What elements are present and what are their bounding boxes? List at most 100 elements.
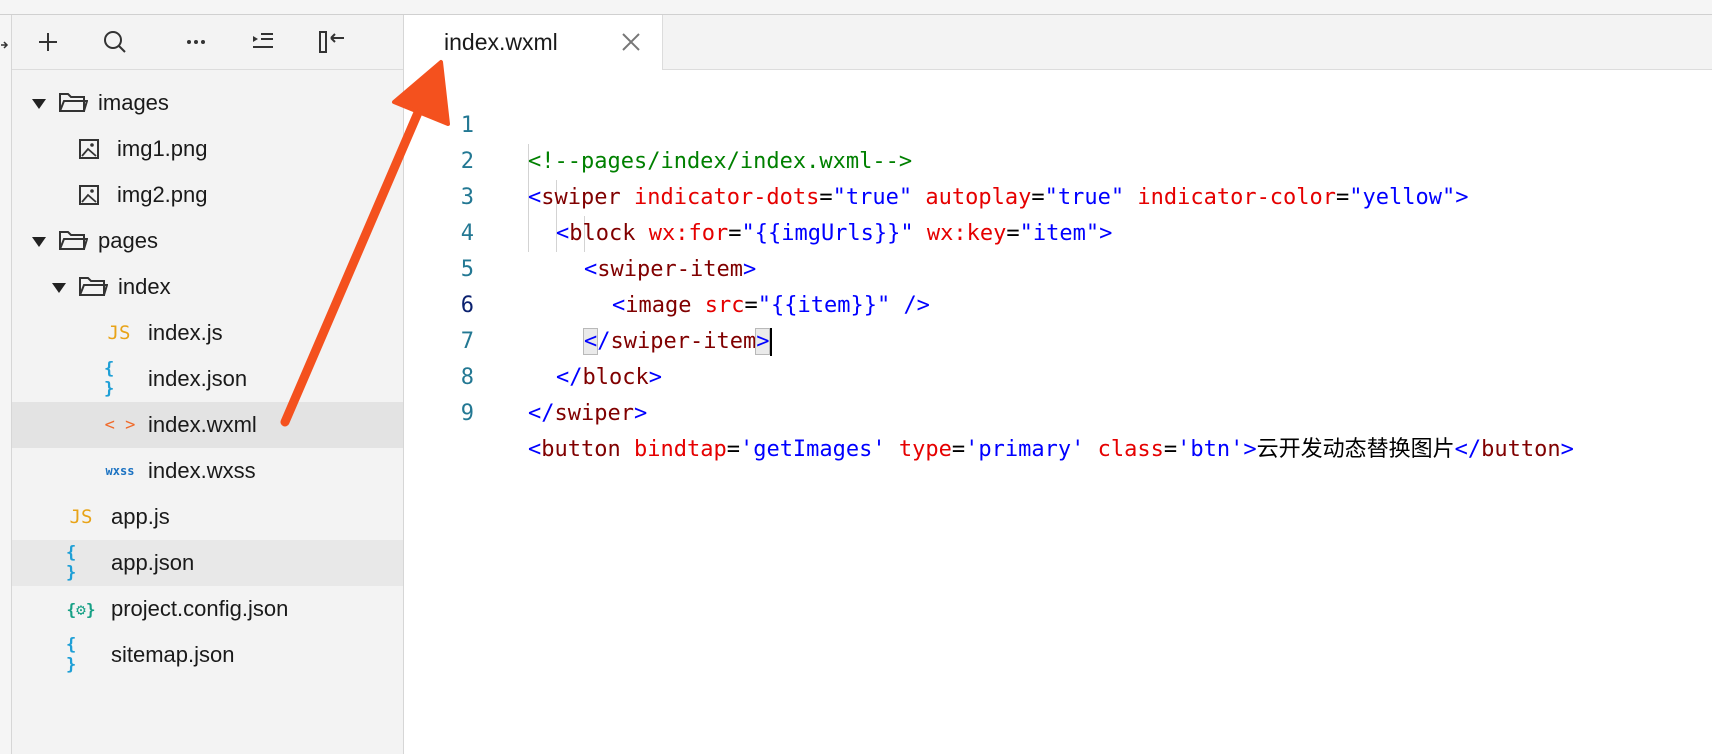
indent-guide: [584, 216, 585, 252]
folder-open-icon: [59, 93, 88, 112]
code-attr: indicator-dots: [633, 185, 820, 210]
code-line: 4 <swiper-item>: [404, 180, 1712, 282]
code-line: 9 <button bindtap='getImages' type='prim…: [404, 360, 1712, 462]
code-attr: wx:for: [648, 221, 729, 246]
code-attr: src: [704, 293, 745, 318]
tree-item-label: images: [98, 90, 169, 115]
code-value: "true": [1044, 185, 1125, 210]
text-cursor: [770, 328, 773, 356]
code-value: "{{item}}": [757, 293, 891, 318]
code-tag: swiper: [541, 185, 621, 210]
code-tag: swiper-item: [610, 329, 757, 354]
config-file-icon: {⚙}: [66, 599, 96, 619]
tree-file-img2[interactable]: img2.png: [12, 172, 403, 218]
explorer-toolbar: [12, 15, 403, 70]
tree-item-label: sitemap.json: [111, 642, 235, 667]
tree-file-index-wxml[interactable]: < > index.wxml: [12, 402, 403, 448]
tree-file-index-json[interactable]: { } index.json: [12, 356, 403, 402]
code-line: 8 </swiper>: [404, 324, 1712, 426]
js-file-icon: JS: [107, 322, 131, 344]
more-icon[interactable]: [182, 15, 210, 69]
code-tag: block: [582, 365, 649, 390]
code-text: 云开发动态替换图片: [1256, 437, 1455, 462]
tree-file-index-wxss[interactable]: wxss index.wxss: [12, 448, 403, 494]
tree-item-label: index: [118, 274, 171, 299]
line-number: 5: [460, 257, 474, 282]
tree-item-label: img2.png: [117, 182, 208, 207]
code-value: 'btn': [1177, 437, 1244, 462]
code-value: 'primary': [965, 437, 1085, 462]
editor-tab-bar: index.wxml: [404, 15, 1712, 70]
js-file-icon: JS: [69, 506, 93, 528]
code-line: 1 <!--pages/index/index.wxml-->: [404, 72, 1712, 174]
tree-folder-images[interactable]: images: [12, 80, 403, 126]
line-number: 4: [460, 221, 474, 246]
code-attr: class: [1097, 437, 1164, 462]
code-line-active: 6 </swiper-item>: [404, 252, 1712, 356]
image-file-icon: [79, 139, 99, 159]
code-tag: swiper-item: [597, 257, 743, 282]
tree-file-app-json[interactable]: { } app.json: [12, 540, 403, 586]
tree-item-label: project.config.json: [111, 596, 289, 621]
tree-item-label: pages: [98, 228, 158, 253]
code-tag: swiper: [554, 401, 634, 426]
code-line: 7 </block>: [404, 288, 1712, 390]
code-value: "true": [832, 185, 913, 210]
expand-arrow-icon[interactable]: [0, 35, 11, 75]
tab-index-wxml[interactable]: index.wxml: [404, 15, 663, 70]
code-tag: image: [625, 293, 692, 318]
line-number: 2: [460, 149, 474, 174]
folder-open-icon: [59, 231, 88, 250]
tree-item-label: index.js: [148, 320, 223, 345]
json-file-icon: { }: [104, 359, 115, 399]
code-attr: type: [898, 437, 952, 462]
folder-open-icon: [79, 277, 108, 296]
tree-file-project-config[interactable]: {⚙} project.config.json: [12, 586, 403, 632]
code-tag: block: [569, 221, 636, 246]
outdent-icon[interactable]: [249, 15, 277, 69]
tree-item-label: index.wxss: [148, 458, 256, 483]
wxml-file-icon: < >: [104, 415, 136, 435]
code-tag: button: [1481, 437, 1561, 462]
tree-item-label: img1.png: [117, 136, 208, 161]
code-comment: <!--pages/index/index.wxml-->: [528, 149, 913, 174]
line-number: 8: [460, 365, 474, 390]
tree-folder-pages[interactable]: pages: [12, 218, 403, 264]
tree-file-img1[interactable]: img1.png: [12, 126, 403, 172]
caret-down-icon[interactable]: [52, 283, 66, 293]
code-attr: bindtap: [633, 437, 727, 462]
code-tag: button: [541, 437, 621, 462]
code-line: 5 <image src="{{item}}" />: [404, 216, 1712, 318]
json-file-icon: { }: [66, 635, 77, 675]
tree-item-label: app.js: [111, 504, 170, 529]
image-file-icon: [79, 185, 99, 205]
code-editor[interactable]: index.wxml 1 <!--pages/index/index.wxml-…: [404, 15, 1712, 754]
search-icon[interactable]: [101, 15, 129, 69]
tree-item-label: app.json: [111, 550, 195, 575]
code-attr: indicator-color: [1137, 185, 1337, 210]
close-icon[interactable]: [619, 30, 643, 54]
tree-folder-index[interactable]: index: [12, 264, 403, 310]
file-explorer: images img1.png img2.png pages index JS …: [12, 15, 404, 754]
collapse-sidebar-icon[interactable]: [316, 15, 348, 69]
line-number: 9: [460, 401, 474, 426]
wxss-file-icon: wxss: [105, 464, 135, 478]
code-value: 'getImages': [739, 437, 886, 462]
tree-file-index-js[interactable]: JS index.js: [12, 310, 403, 356]
code-line: 3 <block wx:for="{{imgUrls}}" wx:key="it…: [404, 144, 1712, 246]
code-attr: wx:key: [926, 221, 1007, 246]
tree-item-label: index.json: [148, 366, 248, 391]
caret-down-icon[interactable]: [32, 237, 46, 247]
json-file-icon: { }: [66, 543, 77, 583]
tab-label: index.wxml: [444, 29, 558, 55]
indent-guide: [528, 144, 529, 252]
caret-down-icon[interactable]: [32, 99, 46, 109]
line-number: 1: [460, 113, 474, 138]
tree-file-app-js[interactable]: JS app.js: [12, 494, 403, 540]
code-value: "item": [1019, 221, 1100, 246]
tree-file-sitemap-json[interactable]: { } sitemap.json: [12, 632, 403, 678]
line-number: 7: [460, 329, 474, 354]
line-number: 6: [460, 293, 474, 318]
add-icon[interactable]: [34, 15, 62, 69]
window-top-strip: [0, 0, 1712, 15]
